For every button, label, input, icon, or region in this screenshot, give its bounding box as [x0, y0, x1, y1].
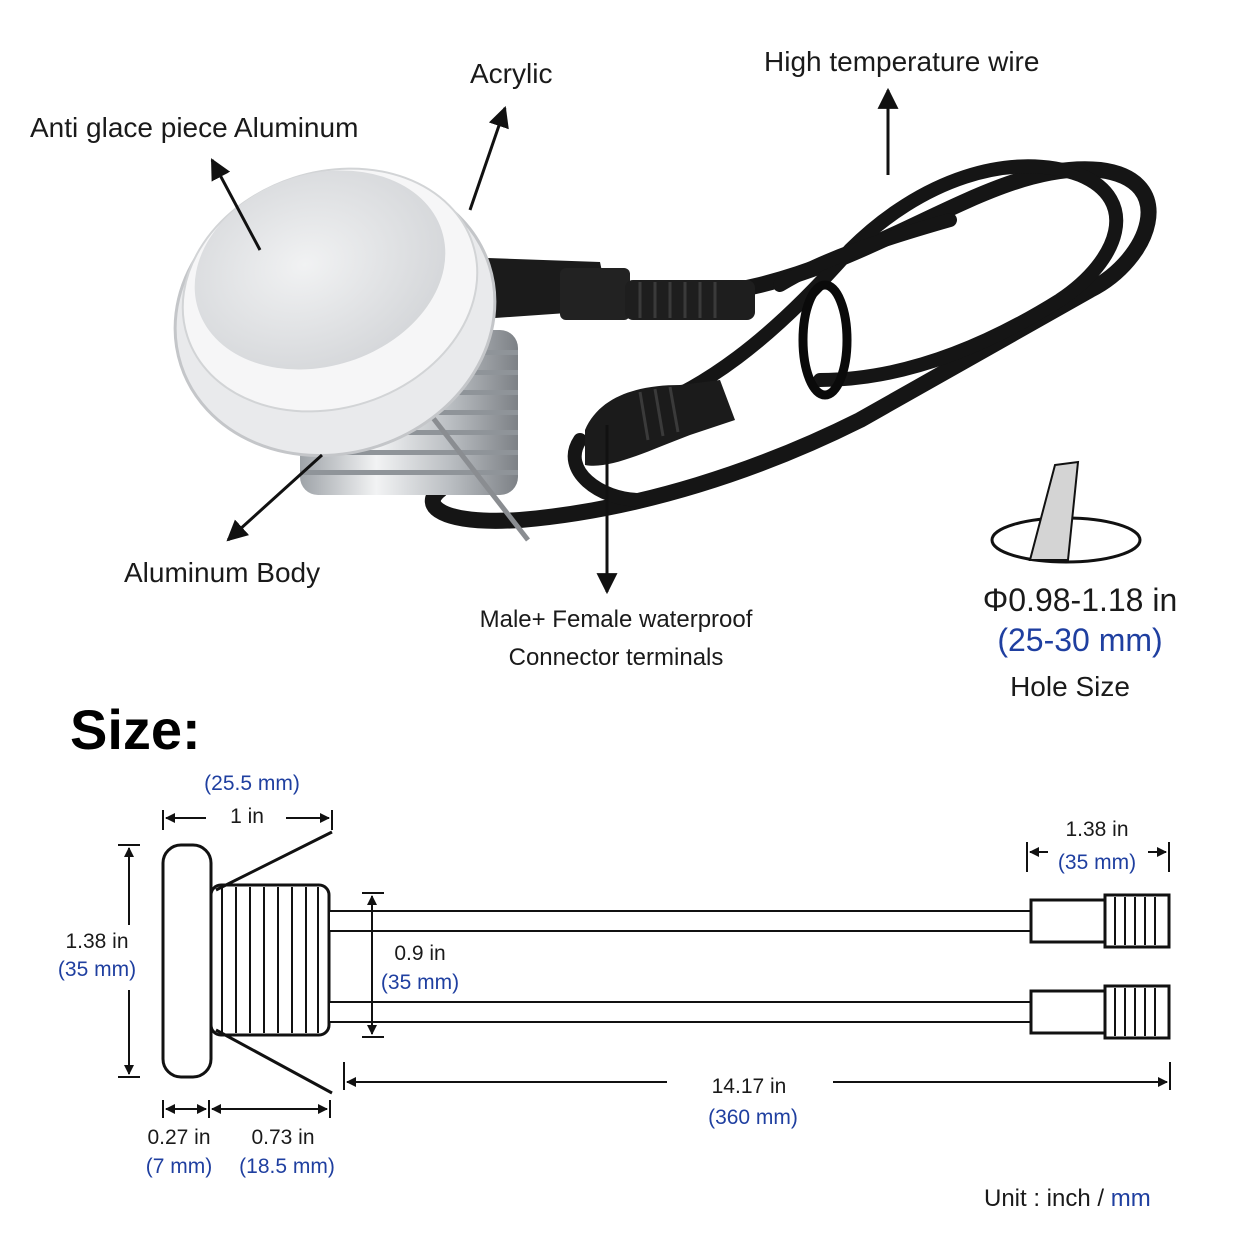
dim-cable-mm: (360 mm) — [708, 1106, 798, 1129]
cable-bundle — [424, 159, 1157, 529]
arrow-acrylic — [468, 106, 509, 211]
callout-anti-glare: Anti glace piece Aluminum — [30, 112, 359, 143]
drawing-flange — [161, 843, 213, 1079]
hole-size-icon — [990, 460, 1142, 564]
hole-size-label: Hole Size — [1010, 671, 1130, 702]
arrow-body — [226, 453, 324, 542]
dim-height-mm: (35 mm) — [57, 958, 137, 981]
callout-wire: High temperature wire — [764, 46, 1040, 77]
size-heading: Size: — [70, 698, 201, 761]
technical-drawing — [118, 810, 1171, 1118]
callout-connector-line1: Male+ Female waterproof — [479, 606, 753, 633]
dim-cable-in: 14.17 in — [711, 1075, 787, 1098]
cable-tie — [798, 280, 852, 400]
dim-body-mm: (35 mm) — [380, 971, 460, 994]
callout-body: Aluminum Body — [124, 557, 321, 588]
dim-body-in: 0.9 in — [394, 942, 446, 965]
dim-top-width-mm: (25.5 mm) — [204, 772, 300, 795]
drawing-thread-body — [209, 883, 331, 1037]
unit-note: Unit : inch / mm — [984, 1185, 1151, 1213]
arrow-anti-glare — [210, 158, 262, 251]
dim-flange-in: 0.27 in — [147, 1126, 211, 1149]
upper-connector — [488, 258, 755, 320]
callout-acrylic: Acrylic — [470, 58, 553, 89]
dim-flange-mm: (7 mm) — [145, 1155, 213, 1178]
dim-thread-mm: (18.5 mm) — [239, 1155, 335, 1178]
unit-mm: mm — [1110, 1185, 1151, 1212]
dim-connector-in: 1.38 in — [1065, 818, 1129, 841]
lower-connector — [585, 380, 735, 466]
hole-size-inches: Φ0.98-1.18 in — [982, 582, 1178, 618]
callout-connector-line2: Connector terminals — [508, 644, 724, 671]
dim-top-width-in: 1 in — [230, 805, 264, 828]
unit-prefix: Unit : inch / — [984, 1185, 1111, 1212]
anti-glare-face — [194, 170, 446, 370]
dim-connector-mm: (35 mm) — [1057, 851, 1137, 874]
dim-thread-in: 0.73 in — [251, 1126, 315, 1149]
dim-height-in: 1.38 in — [65, 930, 129, 953]
hole-size-mm: (25-30 mm) — [997, 622, 1163, 658]
